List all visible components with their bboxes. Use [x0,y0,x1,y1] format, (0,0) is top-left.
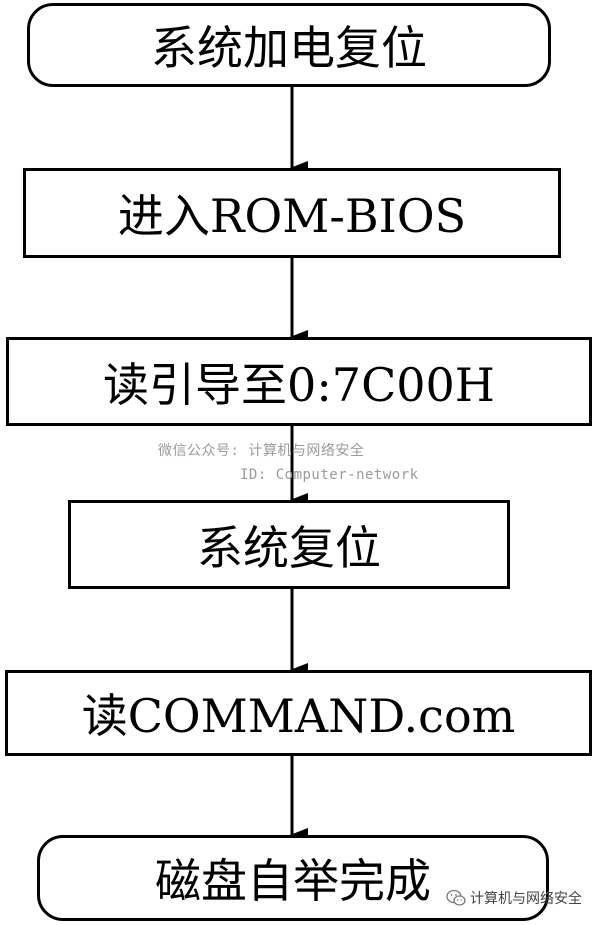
step-disk-bootstrap-complete: 磁盘自举完成 [37,835,549,921]
wechat-logo-icon [446,889,466,906]
step-enter-rom-bios: 进入ROM-BIOS [23,168,561,258]
watermark-account-id: ID: Computer-network [240,467,419,483]
step-label: 进入ROM-BIOS [117,189,467,243]
step-label: 系统加电复位 [151,21,427,75]
step-label: 磁盘自举完成 [155,854,431,908]
corner-watermark-text: 计算机与网络安全 [470,891,582,907]
step-read-boot-sector: 读引导至0:7C00H [6,337,592,426]
step-system-reset: 系统复位 [68,500,510,589]
step-label: 读COMMAND.com [81,689,516,743]
step-label: 读引导至0:7C00H [103,357,495,412]
corner-watermark: 计算机与网络安全 [446,888,582,908]
step-label: 系统复位 [197,520,381,575]
step-system-power-on-reset: 系统加电复位 [27,3,551,87]
step-read-command-com: 读COMMAND.com [5,670,592,756]
watermark-wechat-account: 微信公众号: 计算机与网络安全 [158,443,365,459]
